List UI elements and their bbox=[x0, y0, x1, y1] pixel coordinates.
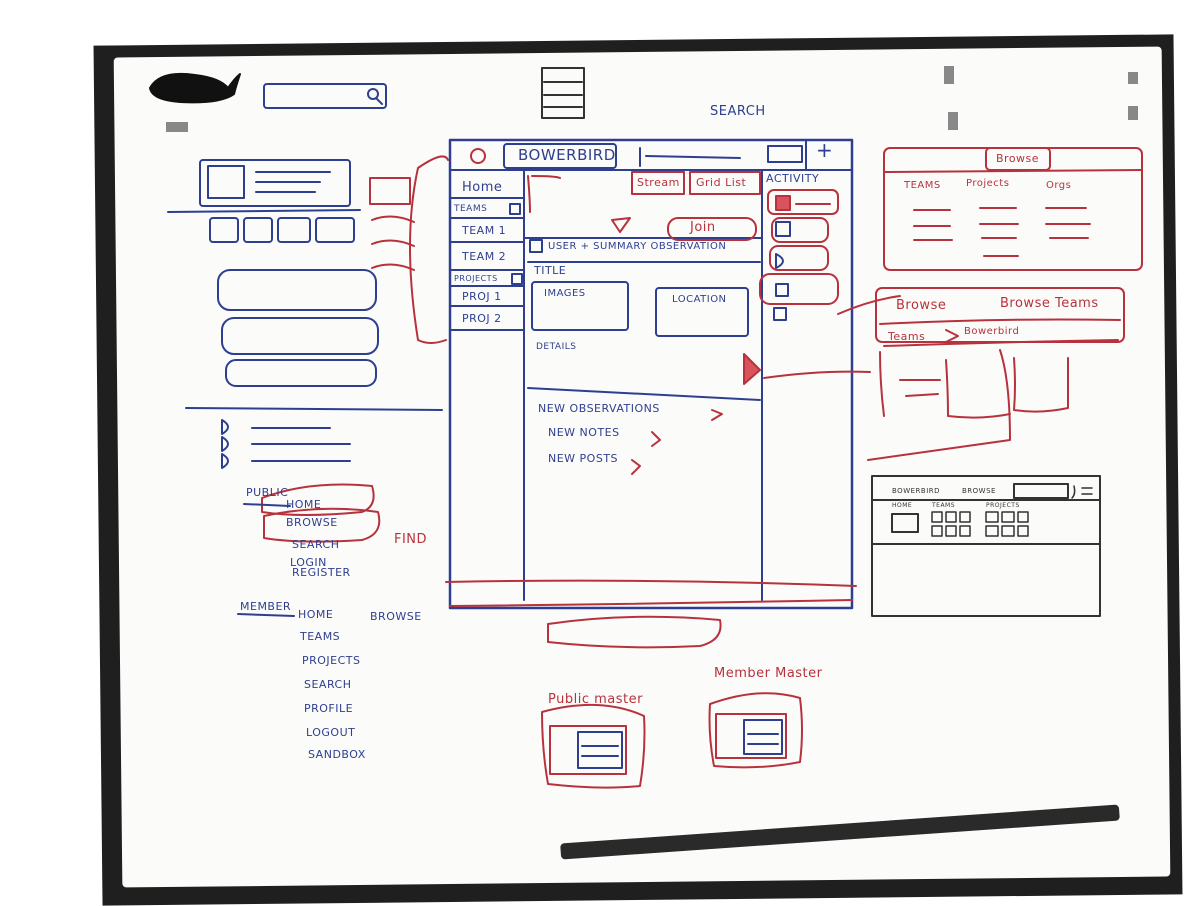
title-label: TITLE bbox=[534, 264, 567, 277]
browse-col-projects: Projects bbox=[966, 178, 1010, 189]
breadcrumb-browse-left: Browse bbox=[896, 298, 947, 313]
public-nav-heading: PUBLIC bbox=[246, 486, 289, 499]
member-nav-search[interactable]: SEARCH bbox=[304, 678, 352, 691]
member-nav-sandbox[interactable]: SANDBOX bbox=[308, 748, 366, 761]
public-nav-search[interactable]: SEARCH bbox=[292, 538, 340, 551]
sidebar-item-proj1[interactable]: PROJ 1 bbox=[462, 290, 502, 303]
sidebar-item-proj2[interactable]: PROJ 2 bbox=[462, 312, 502, 325]
member-nav-teams[interactable]: TEAMS bbox=[300, 630, 341, 643]
mini-col-projects: PROJECTS bbox=[986, 502, 1020, 509]
location-label: LOCATION bbox=[672, 294, 727, 305]
mini-brand: BOWERBIRD bbox=[892, 487, 941, 495]
public-nav-login[interactable]: LOGIN bbox=[290, 556, 327, 569]
browse-col-teams: TEAMS bbox=[904, 180, 941, 191]
list-icon bbox=[541, 67, 585, 119]
find-note: FIND bbox=[394, 532, 428, 547]
mini-col-teams: TEAMS bbox=[932, 502, 956, 509]
new-notes-link[interactable]: NEW NOTES bbox=[548, 426, 620, 439]
images-label: IMAGES bbox=[544, 288, 586, 299]
member-nav-profile[interactable]: PROFILE bbox=[304, 702, 354, 715]
whale-logo-icon bbox=[149, 72, 241, 104]
breadcrumb-teams[interactable]: Teams bbox=[888, 330, 926, 343]
mini-screen-frame bbox=[871, 475, 1101, 617]
member-nav-logout[interactable]: LOGOUT bbox=[306, 726, 356, 739]
member-nav-browse[interactable]: BROWSE bbox=[370, 610, 422, 623]
tab-activity[interactable]: ACTIVITY bbox=[766, 172, 820, 185]
browse-tab[interactable]: Browse bbox=[996, 152, 1040, 165]
sidebar-item-home[interactable]: Home bbox=[462, 180, 503, 195]
sidebar-item-team1[interactable]: TEAM 1 bbox=[462, 224, 507, 237]
new-posts-link[interactable]: NEW POSTS bbox=[548, 452, 619, 465]
member-nav-home[interactable]: HOME bbox=[298, 608, 334, 621]
brand-title[interactable]: BOWERBIRD bbox=[518, 146, 616, 164]
member-master-label: Member Master bbox=[714, 666, 823, 681]
new-observations-link[interactable]: NEW OBSERVATIONS bbox=[538, 402, 660, 415]
plus-button[interactable]: + bbox=[816, 138, 834, 162]
public-nav-register[interactable]: REGISTER bbox=[292, 566, 351, 579]
magnifier-icon bbox=[367, 88, 379, 100]
tab-grid-list[interactable]: Grid List bbox=[696, 176, 747, 189]
breadcrumb-bowerbird[interactable]: Bowerbird bbox=[964, 326, 1020, 337]
search-heading: SEARCH bbox=[710, 104, 766, 119]
member-nav-heading: MEMBER bbox=[240, 600, 292, 613]
sidebar-projects-header: PROJECTS bbox=[454, 274, 498, 283]
top-search-box bbox=[263, 83, 387, 109]
public-master-label: Public master bbox=[548, 692, 643, 707]
join-button[interactable]: Join bbox=[690, 220, 716, 235]
member-nav-projects[interactable]: PROJECTS bbox=[302, 654, 361, 667]
browse-col-orgs: Orgs bbox=[1046, 180, 1072, 191]
app-frame bbox=[448, 138, 854, 610]
user-summary-label: USER + SUMMARY OBSERVATION bbox=[548, 241, 727, 252]
details-label: DETAILS bbox=[536, 342, 577, 352]
tab-stream[interactable]: Stream bbox=[637, 176, 680, 189]
public-nav-browse[interactable]: BROWSE bbox=[286, 516, 338, 529]
mini-browse: BROWSE bbox=[962, 487, 996, 495]
mini-col-home: HOME bbox=[892, 502, 913, 509]
public-nav-home[interactable]: HOME bbox=[286, 498, 322, 511]
breadcrumb-browse-teams: Browse Teams bbox=[1000, 296, 1099, 311]
sidebar-item-team2[interactable]: TEAM 2 bbox=[462, 250, 507, 263]
sidebar-teams-header: TEAMS bbox=[454, 204, 488, 214]
